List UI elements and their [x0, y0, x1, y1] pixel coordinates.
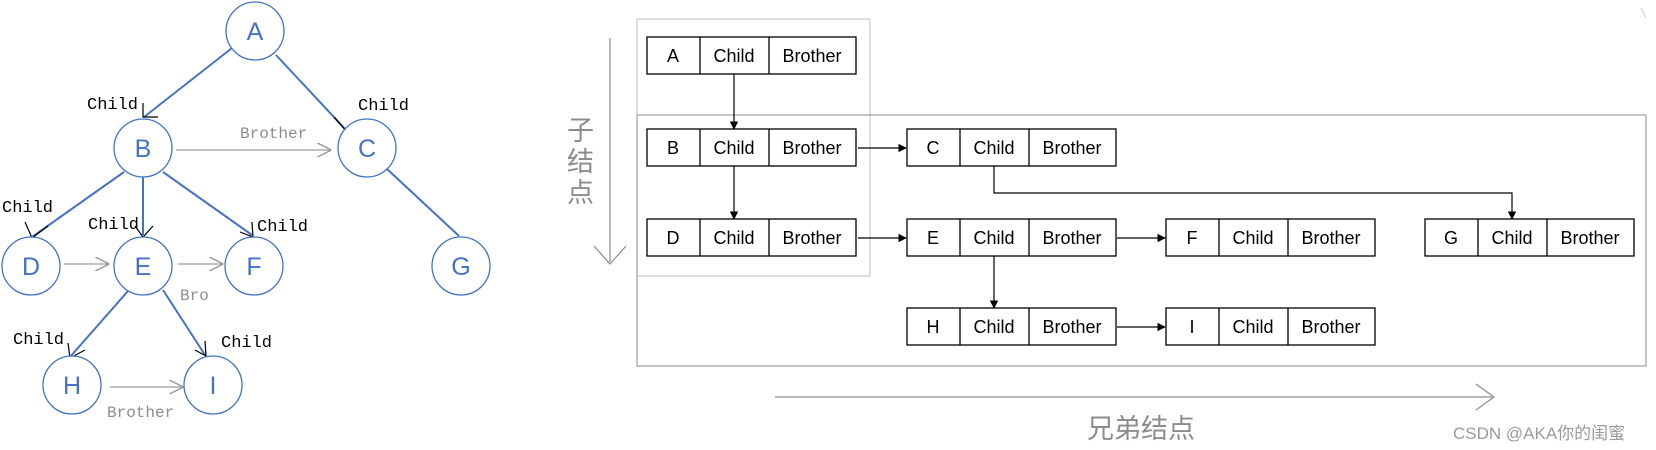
child-link-c-g [993, 166, 1517, 220]
record-name: D [667, 228, 680, 248]
tree-node-i: I [183, 355, 243, 415]
record-child-field: Child [973, 228, 1014, 248]
record-name: I [1189, 317, 1194, 337]
record-name: G [1444, 228, 1458, 248]
record-child-field: Child [973, 138, 1014, 158]
brother-tag-b-c: Brother [240, 125, 307, 143]
record-brother-field: Brother [1560, 228, 1619, 248]
record-child-field: Child [1232, 317, 1273, 337]
record-name: C [927, 138, 940, 158]
tree-node-label: I [210, 372, 217, 400]
child-tag-b: Child [87, 96, 138, 115]
child-tag-e: Child [88, 216, 139, 235]
tree-node-g: G [431, 236, 491, 296]
tree-node-a: A [225, 1, 285, 61]
tree-node-label: F [246, 253, 261, 281]
tree-node-label: B [135, 135, 152, 163]
horizontal-axis-label: 兄弟结点 [1087, 414, 1195, 444]
child-arrow-tick-i [194, 340, 207, 358]
tree-node-label: D [22, 253, 40, 281]
sibling-region-frame [636, 114, 1647, 367]
record-brother-field: Brother [1042, 317, 1101, 337]
tree-node-label: H [63, 372, 81, 400]
record-name: A [667, 46, 679, 66]
record-child-field: Child [713, 228, 754, 248]
vertical-axis-label: 子结点 [563, 116, 594, 209]
tree-node-b: B [113, 118, 173, 178]
tree-node-c: C [337, 118, 397, 178]
edge-c-g [386, 168, 460, 237]
binary-tree: Child Child Child Child Child Child Chil… [1, 1, 491, 422]
vertical-axis: 子结点 [563, 38, 627, 265]
record-child-field: Child [1491, 228, 1532, 248]
child-arrow-tick-d [24, 221, 49, 239]
record-child-field: Child [1232, 228, 1273, 248]
tree-node-h: H [42, 355, 102, 415]
tree-node-label: E [135, 253, 152, 281]
edge-e-i [162, 289, 206, 356]
record-name: F [1187, 228, 1198, 248]
watermark: CSDN @AKA你的闺蜜 [1453, 424, 1625, 443]
edge-a-b [143, 47, 233, 118]
tree-node-f: F [224, 236, 284, 296]
brother-tag-e-f: Bro [180, 287, 209, 305]
child-tag-d: Child [2, 199, 53, 218]
edge-e-h [69, 290, 129, 358]
record-name: B [667, 138, 679, 158]
record-name: E [927, 228, 939, 248]
record-h: H Child Brother [906, 307, 1117, 346]
tree-node-label: C [358, 135, 376, 163]
child-tag-i: Child [221, 334, 272, 353]
record-child-field: Child [713, 46, 754, 66]
edge-b-f [162, 171, 253, 236]
record-f: F Child Brother [1165, 218, 1376, 257]
tree-node-label: G [451, 253, 470, 281]
record-brother-field: Brother [1042, 138, 1101, 158]
record-g: G Child Brother [1424, 218, 1635, 257]
record-child-field: Child [973, 317, 1014, 337]
record-brother-field: Brother [1042, 228, 1101, 248]
record-child-field: Child [713, 138, 754, 158]
tree-node-label: A [247, 18, 264, 46]
record-brother-field: Brother [782, 138, 841, 158]
tree-node-d: D [1, 236, 61, 296]
record-i: I Child Brother [1165, 307, 1376, 346]
tree-node-e: E [113, 236, 173, 296]
child-tag-h: Child [13, 331, 64, 350]
record-e: E Child Brother [906, 218, 1117, 257]
brother-tag-h-i: Brother [107, 404, 174, 422]
record-brother-field: Brother [782, 228, 841, 248]
record-c: C Child Brother [906, 128, 1117, 167]
record-brother-field: Brother [1301, 228, 1360, 248]
record-brother-field: Brother [782, 46, 841, 66]
horizontal-axis: 兄弟结点 [775, 383, 1496, 444]
record-d: D Child Brother [646, 218, 857, 257]
record-brother-field: Brother [1301, 317, 1360, 337]
child-tag-c: Child [358, 97, 409, 116]
child-sibling-representation: 子结点 兄弟结点 A Child Brother B [563, 18, 1647, 444]
record-a: A Child Brother [646, 36, 857, 75]
record-name: H [927, 317, 940, 337]
record-b: B Child Brother [646, 128, 857, 167]
corner-mark [1640, 7, 1647, 19]
child-arrow-tick-b [142, 103, 158, 118]
child-tag-f: Child [257, 218, 308, 237]
